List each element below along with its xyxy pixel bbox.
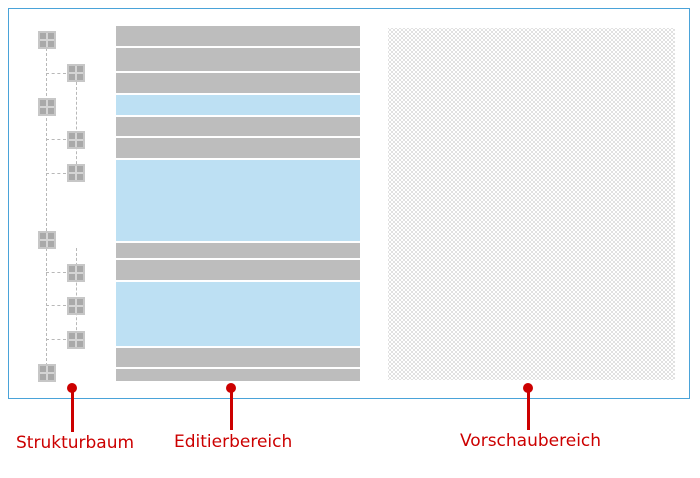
content-block[interactable] — [116, 73, 360, 93]
content-block-selected[interactable] — [116, 95, 360, 115]
content-block[interactable] — [116, 48, 360, 71]
callout-line-preview — [527, 390, 530, 430]
tree-line-sub-2 — [76, 248, 77, 340]
tree-branch — [46, 73, 66, 74]
content-block-selected[interactable] — [116, 282, 360, 346]
tree-node-icon[interactable] — [67, 331, 85, 349]
content-block[interactable] — [116, 348, 360, 367]
tree-node-icon[interactable] — [67, 64, 85, 82]
callout-dot-preview — [523, 383, 533, 393]
callout-line-editor — [230, 390, 233, 430]
tree-node-icon[interactable] — [67, 164, 85, 182]
tree-node-icon[interactable] — [67, 131, 85, 149]
tree-node-icon[interactable] — [38, 364, 56, 382]
tree-node-icon[interactable] — [38, 31, 56, 49]
content-block[interactable] — [116, 243, 360, 258]
tree-branch — [46, 305, 66, 306]
label-preview-area: Vorschaubereich — [460, 431, 602, 451]
callout-dot-tree — [67, 383, 77, 393]
tree-branch — [46, 173, 66, 174]
content-block[interactable] — [116, 117, 360, 136]
tree-branch — [46, 139, 66, 140]
tree-line-sub-1 — [76, 82, 77, 174]
content-block[interactable] — [116, 26, 360, 46]
content-block[interactable] — [116, 369, 360, 381]
callout-dot-editor — [226, 383, 236, 393]
tree-node-icon[interactable] — [38, 231, 56, 249]
structure-tree — [0, 0, 110, 400]
content-block[interactable] — [116, 138, 360, 158]
tree-node-icon[interactable] — [67, 297, 85, 315]
label-structure-tree: Strukturbaum — [16, 433, 135, 453]
tree-line-main — [46, 48, 47, 366]
tree-node-icon[interactable] — [67, 264, 85, 282]
label-editing-area: Editierbereich — [174, 432, 293, 452]
tree-branch — [46, 272, 66, 273]
tree-branch — [46, 339, 66, 340]
preview-area — [388, 28, 675, 380]
content-block[interactable] — [116, 260, 360, 280]
callout-line-tree — [71, 390, 74, 432]
tree-node-icon[interactable] — [38, 98, 56, 116]
content-block-selected[interactable] — [116, 160, 360, 241]
